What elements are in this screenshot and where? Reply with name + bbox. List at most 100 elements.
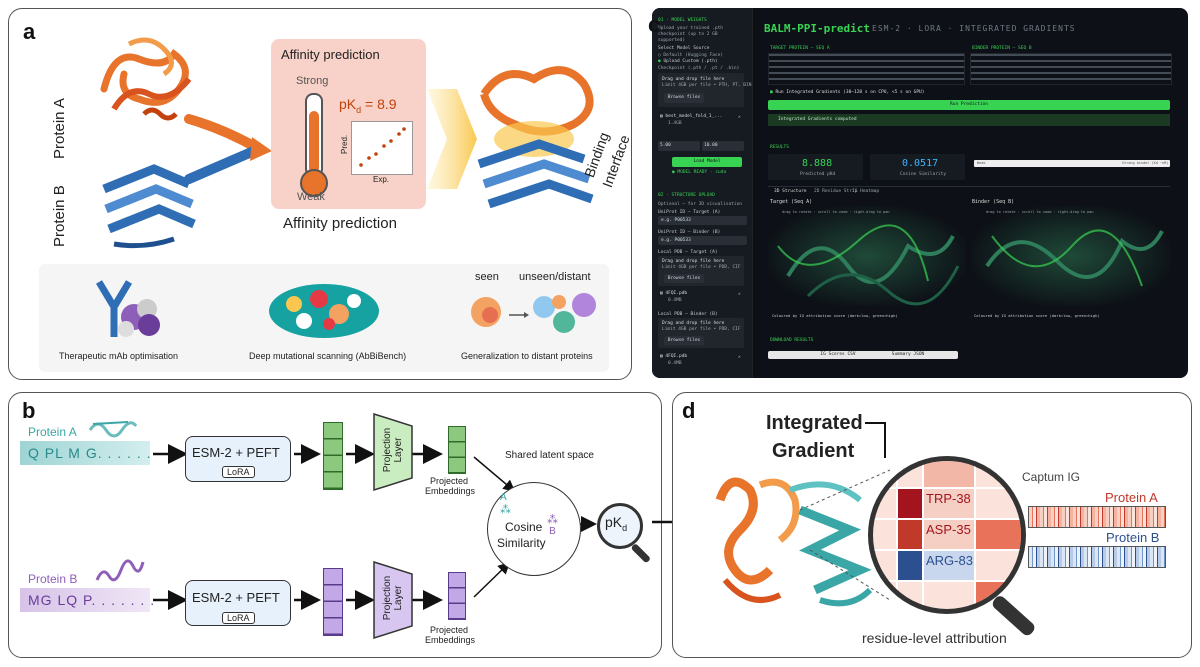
pkd-card-value: 8.888 xyxy=(802,158,833,169)
uniprot-binder-input[interactable]: e.g. P00533 xyxy=(658,236,747,245)
dropzone-text: Drag and drop file here xyxy=(662,321,725,326)
sidebar-line: Upload your trained .pth xyxy=(658,26,724,31)
projection-label-a: Projection Layer xyxy=(382,427,404,473)
target-seq-textarea[interactable] xyxy=(768,53,965,85)
radio-default[interactable]: ○ Default (Hugging Face) xyxy=(658,53,724,58)
target-seq-head: TARGET PROTEIN — SEQ A xyxy=(770,46,830,51)
uploaded-pdb-name: 4FQI.pdb xyxy=(665,354,688,359)
cosine-card-value: 0.0517 xyxy=(902,158,939,169)
browse-files-button[interactable]: Browse files xyxy=(664,336,704,345)
glow-arrow xyxy=(427,89,477,189)
attribution-footer: residue-level attribution xyxy=(862,630,1007,646)
merge-arrows xyxy=(184,114,272,184)
protein-a-helix-icon xyxy=(88,421,138,438)
pred-label: Pred. xyxy=(340,134,349,154)
viewer-target-ribbons xyxy=(777,224,960,306)
load-model-button[interactable]: Load Model xyxy=(672,157,742,167)
pkd-min-input[interactable]: 5.00 xyxy=(658,141,700,151)
strong-label: Strong xyxy=(296,75,329,87)
embedding-vector-b xyxy=(323,568,343,636)
ig-done-banner: Integrated Gradients computed xyxy=(768,114,1170,126)
projected-vector-a xyxy=(448,426,466,474)
app-label-mab: Therapeutic mAb optimisation xyxy=(59,351,179,361)
binder-seq-textarea[interactable] xyxy=(970,53,1172,85)
projection-layer-a xyxy=(373,412,413,492)
attribution-strip-a xyxy=(1028,506,1166,528)
pkd-max-input[interactable]: 10.00 xyxy=(702,141,744,151)
tab-2d-residue-strip[interactable]: 2D Residue Strip xyxy=(814,189,858,194)
generalization-icon xyxy=(471,293,596,333)
thermometer-bulb xyxy=(300,169,328,197)
radio-custom-label: Upload Custom (.pth) xyxy=(663,59,718,64)
dropzone-text: Drag and drop file here xyxy=(662,259,725,264)
ig-title-line1: Integrated xyxy=(766,412,863,434)
heat-cell-trp xyxy=(898,489,922,518)
struct-line: UniProt ID — Target (A) xyxy=(658,210,721,215)
struct-line: Local PDB — Binder (B) xyxy=(658,312,718,317)
colour-note-binder: Coloured by IG attribution score (dark=l… xyxy=(974,313,1100,318)
model-ready-status: ● MODEL READY · cuda xyxy=(672,170,727,175)
protein-b-label: Protein B xyxy=(51,185,68,247)
sidebar-section-head: 01 · MODEL WEIGHTS xyxy=(658,18,707,23)
esm-label-a: ESM-2 + PEFT xyxy=(192,445,280,460)
remove-file-icon[interactable]: ✕ xyxy=(738,292,741,297)
tab-ig-heatmap[interactable]: IG Heatmap xyxy=(852,189,880,194)
esm-box-a xyxy=(185,436,291,482)
uniprot-target-input[interactable]: e.g. P00533 xyxy=(658,216,747,225)
downloads-head: DOWNLOAD RESULTS xyxy=(770,338,814,343)
latent-a-label: A xyxy=(500,492,507,503)
remove-file-icon[interactable]: ✕ xyxy=(738,115,741,120)
panel-label: a xyxy=(23,19,36,44)
cosine-card-label: Cosine Similarity xyxy=(900,172,947,177)
pkd-output: pKd xyxy=(605,514,627,533)
ig-checkbox[interactable]: ■ Run Integrated Gradients (30–120 s on … xyxy=(770,90,925,95)
heat-cell-arg xyxy=(898,551,922,580)
download-summary-json-button[interactable]: Summary JSON xyxy=(858,351,958,359)
viewer-binder[interactable] xyxy=(972,206,1170,306)
sequence-b-bar xyxy=(20,588,150,612)
radio-custom[interactable]: ● Upload Custom (.pth) xyxy=(658,59,718,64)
cosine-label: Cosine xyxy=(505,520,543,534)
uploaded-file: ▤ best_model_fold_1_... xyxy=(660,114,723,119)
dropzone-text: Drag and drop file here xyxy=(662,77,725,82)
pkd-readout: pKd = 8.9 xyxy=(339,96,397,115)
cosine-card xyxy=(870,154,965,180)
residue-row-arg xyxy=(924,551,974,580)
dms-icon xyxy=(269,284,379,338)
similarity-label: Similarity xyxy=(497,536,546,550)
pkd-subscript: d xyxy=(356,104,362,115)
app-label-generalization: Generalization to distant proteins xyxy=(461,351,593,361)
structure-section-head: 02 · STRUCTURE UPLOAD xyxy=(658,193,715,198)
heat-cell-asp xyxy=(898,520,922,549)
esm-label-b: ESM-2 + PEFT xyxy=(192,590,280,605)
pkd-subscript: d xyxy=(622,522,628,533)
struct-line: Local PDB — Target (A) xyxy=(658,250,718,255)
download-ig-csv-button[interactable]: IG Scores CSV xyxy=(768,351,908,359)
binder-view-label: Binder (Seq B) xyxy=(972,199,1015,205)
browse-files-button[interactable]: Browse files xyxy=(664,93,704,103)
pkd-magnifier xyxy=(597,503,643,549)
viewer-hint: drag to rotate · scroll to zoom · right-… xyxy=(782,210,890,214)
projected-vector-b xyxy=(448,572,466,620)
tab-bar xyxy=(768,186,1170,187)
sequence-a-text: Q PL M G. . . . . . xyxy=(28,445,152,461)
protein-b-label: Protein B xyxy=(28,572,78,586)
ig-checkbox-label: Run Integrated Gradients (30–120 s on CP… xyxy=(775,90,925,95)
ig-title-line2: Gradient xyxy=(772,440,855,462)
projected-label-a: Projected xyxy=(430,476,469,486)
residue-label-trp: TRP-38 xyxy=(926,491,971,506)
uploaded-pdb-size: 0.4MB xyxy=(668,298,682,303)
tab-3d-structure[interactable]: 3D Structure xyxy=(774,189,807,194)
scale-right: Strong binder (Kd ~nM) xyxy=(1122,161,1169,165)
remove-file-icon[interactable]: ✕ xyxy=(738,355,741,360)
run-prediction-button[interactable]: Run Prediction xyxy=(768,100,1170,110)
embeddings-label-a: Embeddings xyxy=(425,486,476,496)
lora-tag-b: LoRA xyxy=(222,612,255,624)
browse-files-button[interactable]: Browse files xyxy=(664,274,704,283)
captum-label: Captum IG xyxy=(1022,470,1081,484)
attribution-strip-b xyxy=(1028,546,1166,568)
embedding-vector-a xyxy=(323,422,343,490)
app-tags: ESM-2 · LORA · INTEGRATED GRADIENTS xyxy=(872,24,1076,33)
pkd-card xyxy=(768,154,863,180)
residue-row-trp xyxy=(924,489,974,518)
